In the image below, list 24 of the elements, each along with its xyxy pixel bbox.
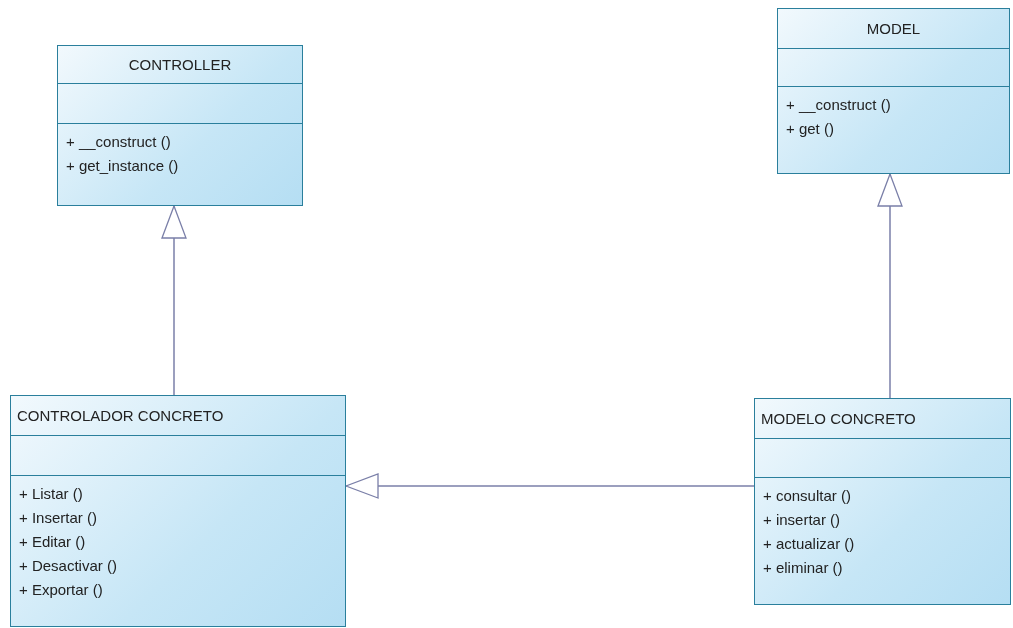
method-text: + Exportar ()	[18, 580, 104, 600]
method-text: + Editar ()	[18, 532, 87, 552]
class-name: MODELO CONCRETO	[761, 410, 916, 427]
method-text: + Insertar ()	[18, 508, 98, 528]
method-text: + eliminar ()	[762, 558, 844, 578]
method-text: + get_instance ()	[65, 156, 180, 176]
generalization-arrow	[877, 173, 903, 399]
class-box	[754, 398, 1011, 605]
class-name: MODEL	[866, 20, 921, 37]
method-text: + get ()	[785, 119, 835, 139]
method-text: + __construct ()	[785, 95, 892, 115]
method-text: + consultar ()	[762, 486, 852, 506]
method-text: + Listar ()	[18, 484, 84, 504]
method-text: + actualizar ()	[762, 534, 856, 554]
generalization-arrow	[345, 473, 755, 499]
class-box	[10, 395, 346, 627]
class-name: CONTROLADOR CONCRETO	[17, 407, 224, 424]
method-text: + __construct ()	[65, 132, 172, 152]
class-box	[777, 8, 1010, 174]
generalization-arrow	[161, 205, 187, 396]
class-box	[57, 45, 303, 206]
method-text: + insertar ()	[762, 510, 842, 530]
method-text: + Desactivar ()	[18, 556, 118, 576]
class-name: CONTROLLER	[128, 56, 232, 73]
